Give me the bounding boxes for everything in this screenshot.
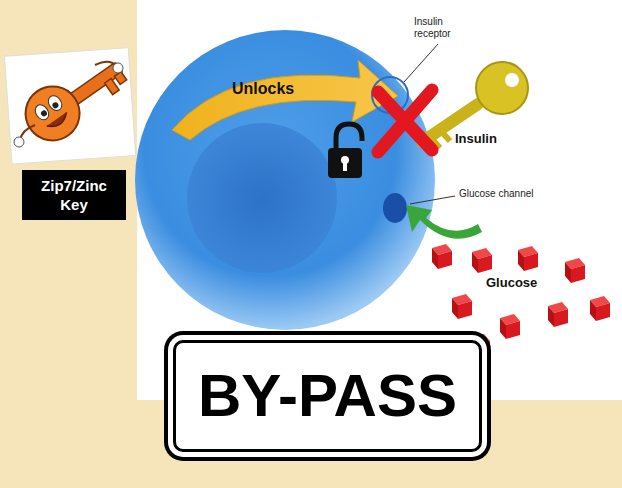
bypass-sign: BY-PASS — [173, 340, 482, 452]
channel-leader — [410, 196, 455, 204]
glucose-channel — [383, 193, 407, 223]
unlock-arrow — [172, 60, 398, 140]
receptor-leader — [404, 44, 438, 82]
open-padlock — [328, 124, 362, 178]
cartoon-key — [14, 44, 135, 151]
node-text: BY-PASS — [198, 361, 457, 431]
nucleus — [187, 123, 337, 273]
part-label: Insulin — [455, 132, 497, 147]
arrow-label: Unlocks — [232, 80, 294, 98]
node-text: Zip7/Zinc Key — [28, 176, 120, 214]
red-x — [378, 90, 432, 152]
cell — [135, 30, 435, 330]
insulin-key — [422, 62, 528, 148]
callout-label: Insulin receptor — [414, 16, 474, 39]
callout-label: Glucose channel — [459, 188, 534, 200]
key-label-box: Zip7/Zinc Key — [22, 170, 126, 220]
cartoon-key-card — [4, 48, 135, 164]
green-arrow — [406, 205, 482, 239]
part-label: Glucose — [486, 276, 537, 291]
